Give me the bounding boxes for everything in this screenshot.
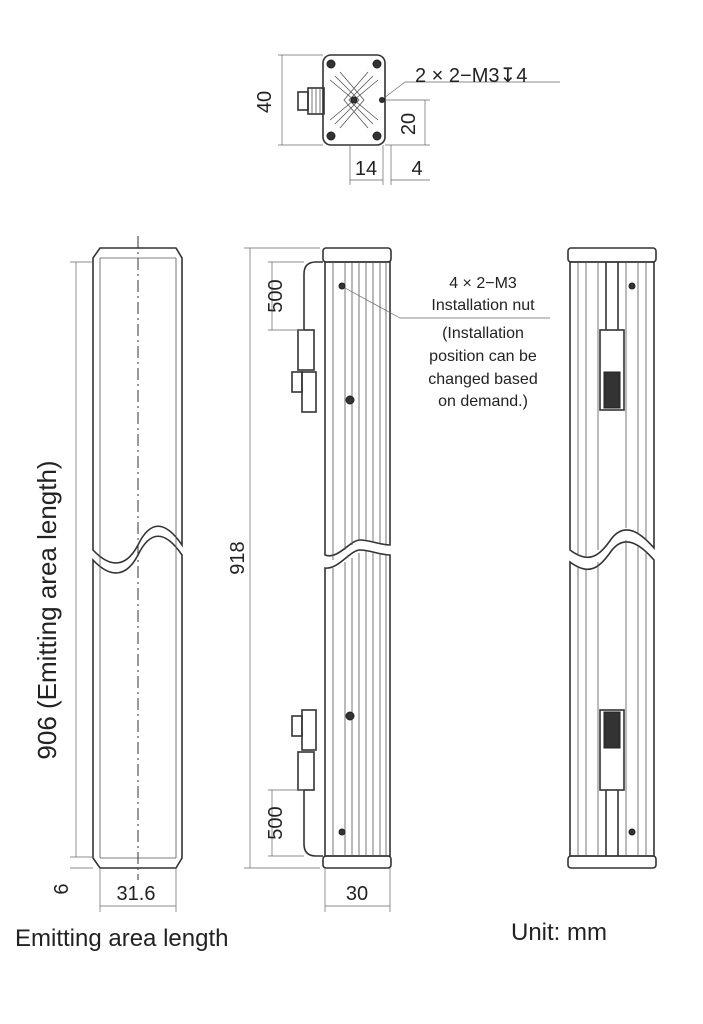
note-line-1: (Installation [442, 325, 524, 342]
side-bottom-cap [322, 855, 392, 869]
back-mount-hole [628, 282, 636, 290]
front-lower-body [92, 535, 183, 869]
center-hole [350, 96, 358, 104]
back-plug-top [603, 371, 621, 409]
corner-hole [372, 131, 382, 141]
thread-label: 2 × 2−M3↧4 [415, 65, 527, 87]
corner-hole [326, 59, 336, 69]
mount-hole [338, 282, 346, 290]
mount-hole [338, 828, 346, 836]
front-view [70, 236, 183, 912]
dim-label-6: 6 [51, 883, 73, 894]
connector-bottom [301, 709, 317, 751]
unit-label: Unit: mm [511, 919, 607, 946]
dim-label-500-top: 500 [265, 279, 287, 312]
cable-top [303, 261, 323, 330]
note-title: 4 × 2−M3 [449, 275, 517, 292]
connector-top [297, 329, 315, 371]
dim-label-31-6: 31.6 [117, 883, 156, 905]
corner-hole [326, 131, 336, 141]
note-line-3: changed based [428, 371, 537, 388]
side-top-cap [322, 247, 392, 263]
note-line-4: on demand.) [438, 393, 528, 410]
side-view [244, 247, 550, 912]
back-lower-body [569, 541, 655, 857]
dim-label-20: 20 [398, 113, 420, 135]
caption-emitting-area: Emitting area length [15, 925, 228, 952]
back-connector-top [599, 329, 625, 411]
dim-label-500-bottom: 500 [265, 806, 287, 839]
back-upper-body [569, 261, 655, 559]
note-line-2: position can be [429, 348, 537, 365]
corner-hole [372, 59, 382, 69]
dim-label-30: 30 [346, 883, 368, 905]
top-view [278, 54, 560, 185]
dim-label-40: 40 [254, 91, 276, 113]
dim-label-4: 4 [411, 158, 422, 180]
back-connector-bottom [599, 709, 625, 791]
back-plug-bottom [603, 711, 621, 749]
back-mount-hole [628, 828, 636, 836]
dim-label-906: 906 (Emitting area length) [32, 460, 62, 759]
back-view [567, 247, 657, 869]
cable-bottom [303, 790, 323, 857]
side-lower-body [324, 549, 391, 857]
mount-screw [345, 711, 355, 721]
back-bottom-cap [567, 855, 657, 869]
dim-label-14: 14 [355, 158, 377, 180]
side-hole [379, 97, 385, 103]
front-upper-body [92, 247, 183, 564]
connector-plug [297, 91, 309, 111]
back-top-cap [567, 247, 657, 263]
note-subtitle: Installation nut [431, 297, 535, 314]
mount-screw [345, 395, 355, 405]
dim-label-918: 918 [227, 541, 249, 574]
side-upper-body [324, 261, 391, 557]
